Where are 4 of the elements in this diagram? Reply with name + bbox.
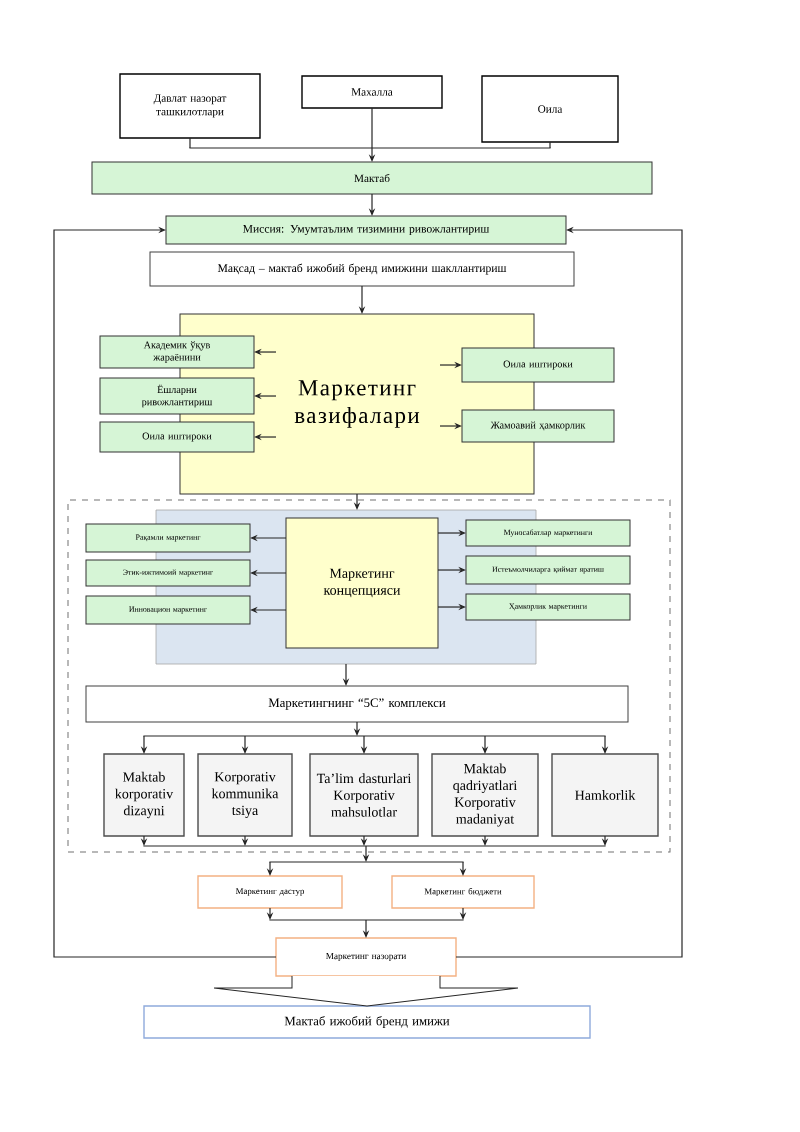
dashed-frame: [67, 499, 671, 853]
branching-arrow: [188, 107, 552, 162]
feedback-arrow: [53, 226, 277, 958]
block-arrow: [213, 975, 519, 1007]
